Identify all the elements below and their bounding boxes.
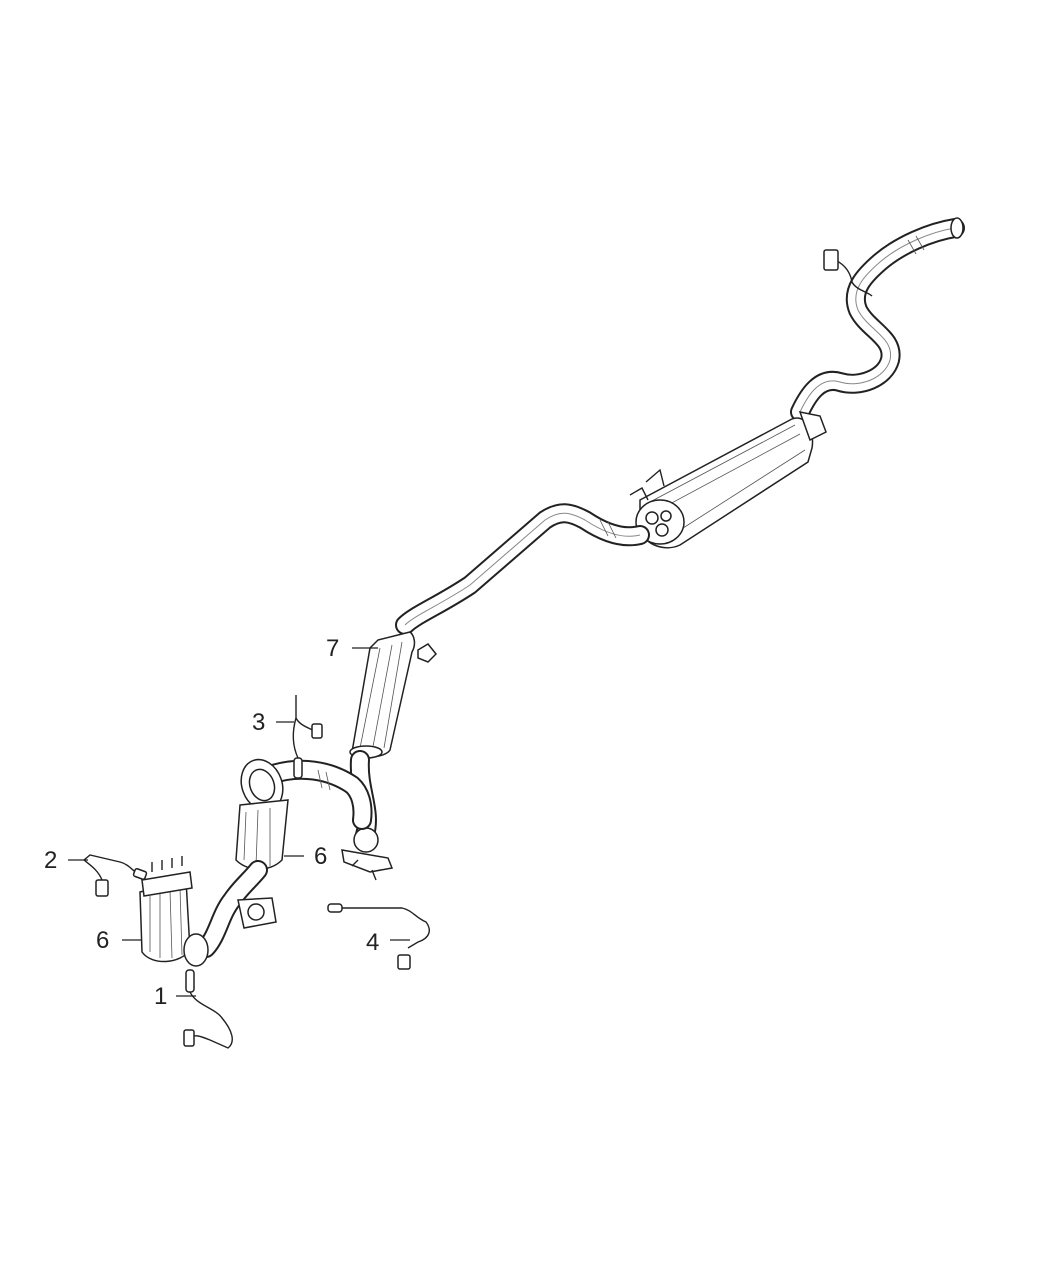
callout-1: 1 [154, 983, 167, 1010]
callout-6-lower: 6 [96, 927, 109, 954]
lower-catalytic-converter [139, 856, 209, 967]
oxygen-sensor-3 [292, 695, 323, 779]
oxygen-sensor-4 [327, 903, 430, 970]
callout-3: 3 [252, 709, 265, 736]
callout-6-upper: 6 [314, 843, 327, 870]
intermediate-pipe [395, 503, 650, 663]
pipe-bracket [341, 827, 394, 881]
callout-4: 4 [366, 929, 379, 956]
leader-lines [68, 647, 410, 997]
callout-7: 7 [326, 635, 339, 662]
tail-pipe [790, 217, 965, 422]
rear-muffler [629, 411, 827, 549]
oxygen-sensor-2 [82, 854, 148, 897]
down-pipe [196, 860, 277, 958]
callout-2: 2 [44, 847, 57, 874]
oxygen-sensor-1 [183, 969, 233, 1049]
